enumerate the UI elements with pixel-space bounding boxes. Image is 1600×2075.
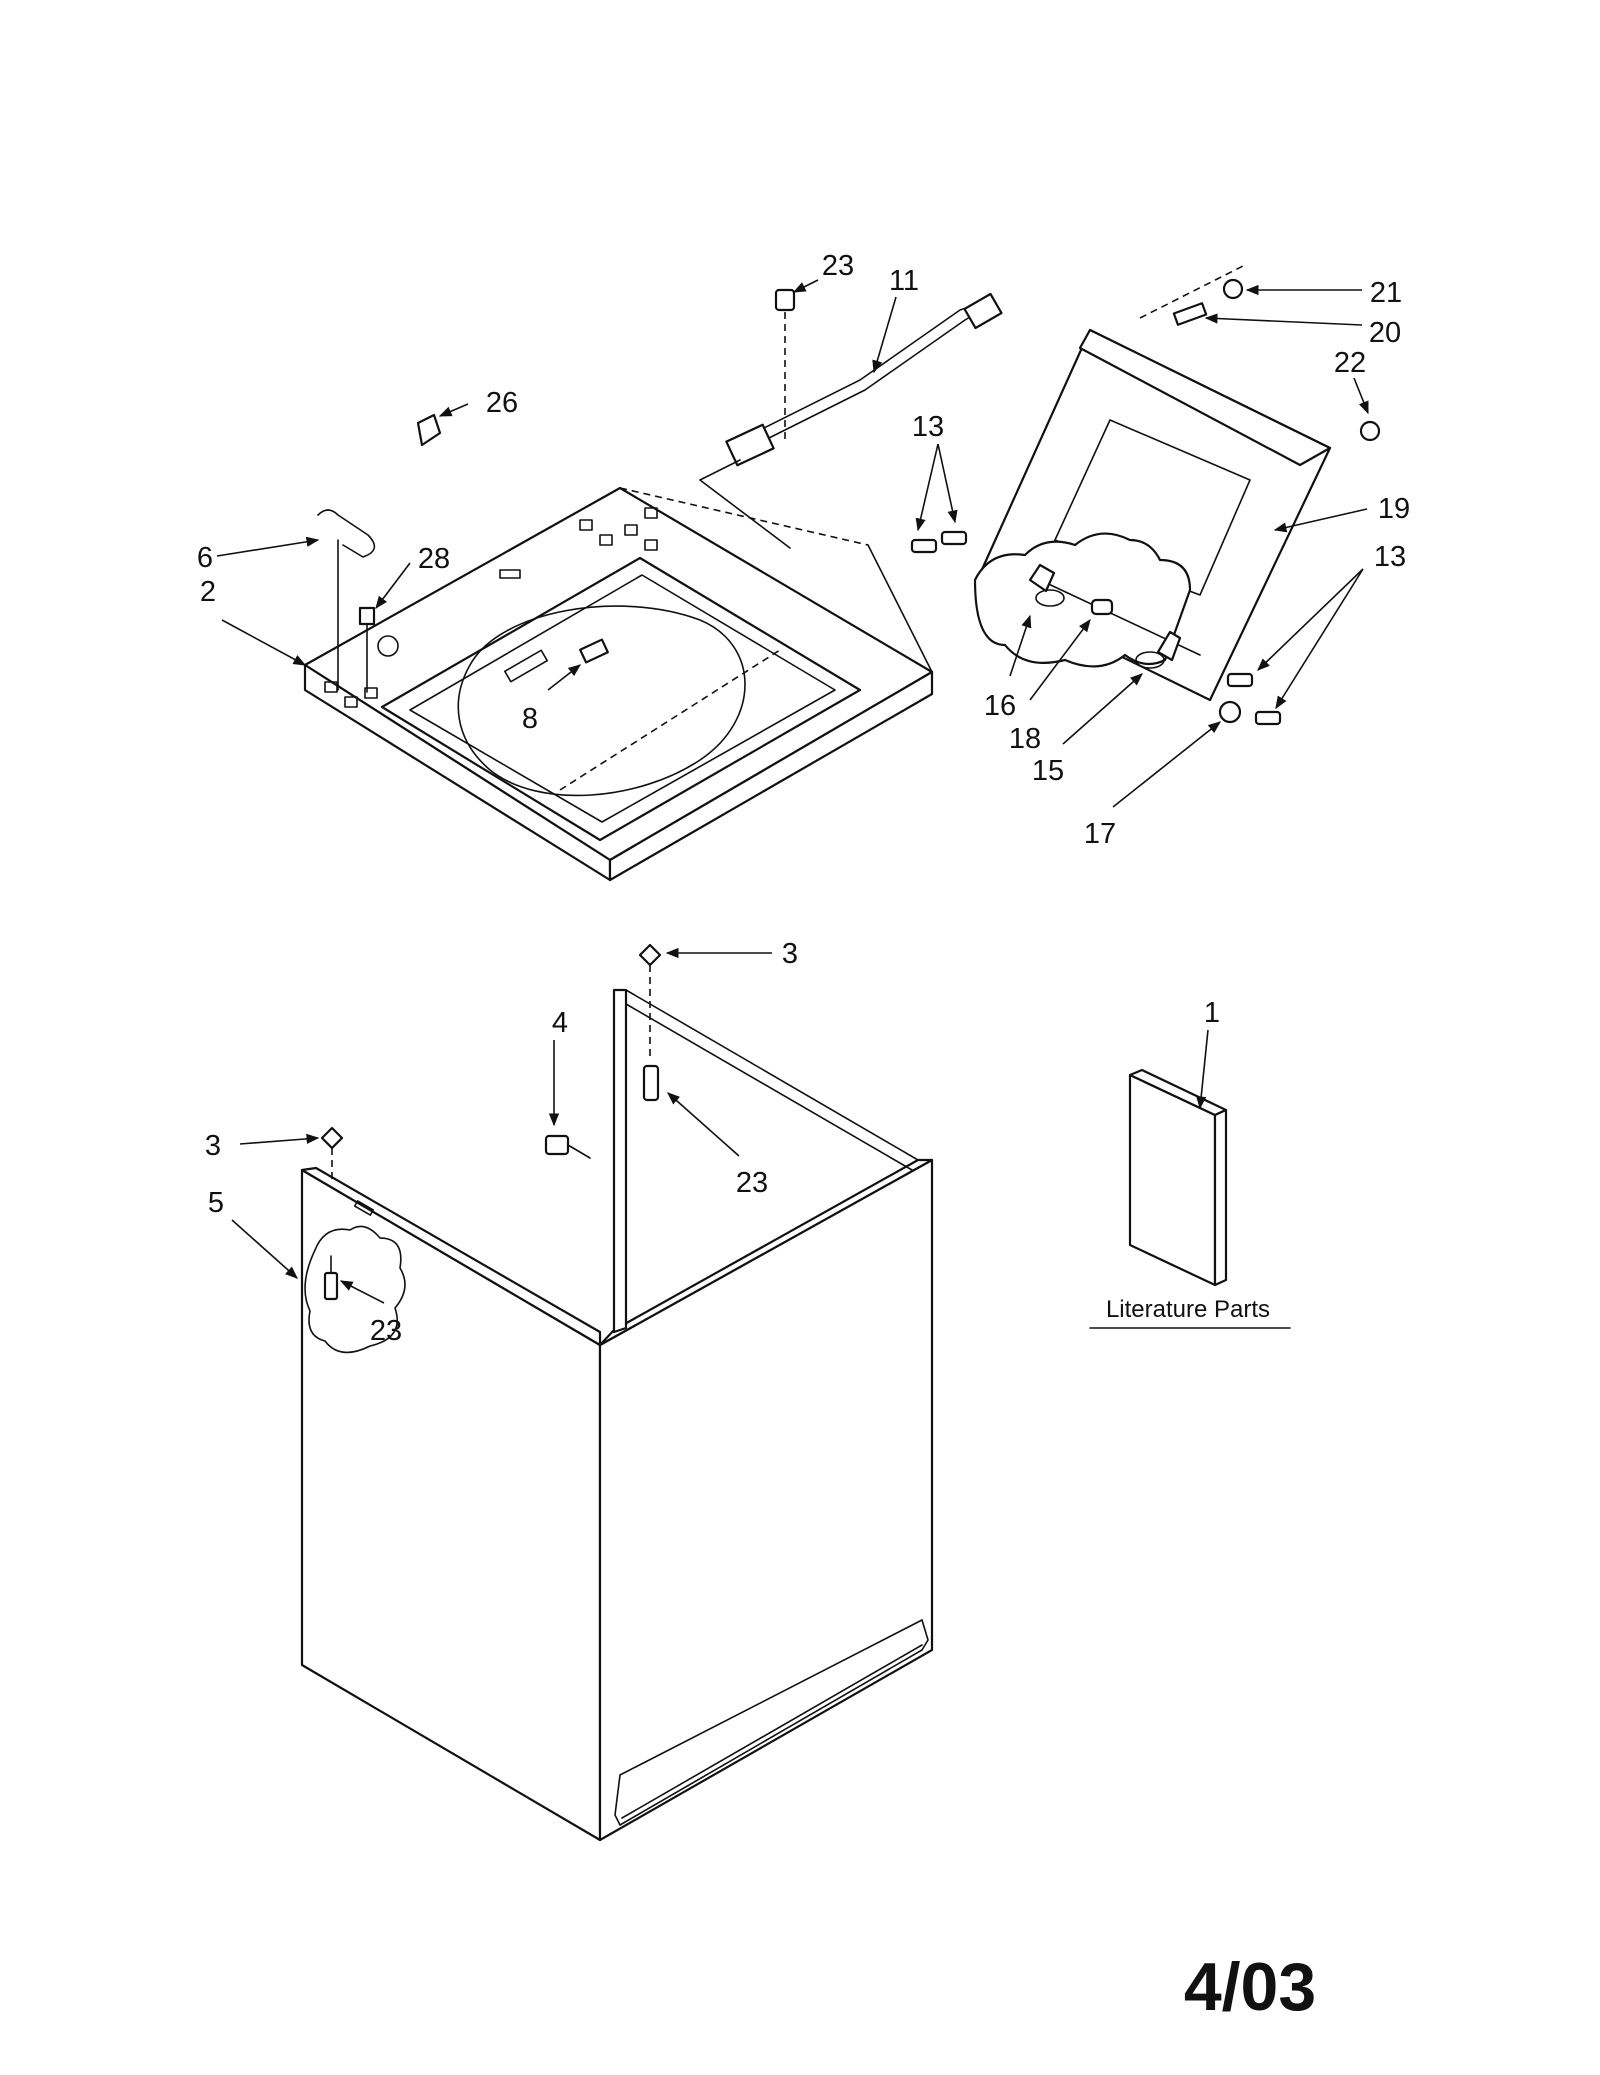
callout-16: 16	[984, 690, 1016, 722]
callout-2: 2	[200, 576, 216, 608]
lid-switch-harness	[699, 292, 1003, 549]
clip-3-top	[638, 943, 662, 967]
callout-26: 26	[486, 387, 518, 419]
callout-18: 18	[1009, 723, 1041, 755]
callout-23-cabinet: 23	[370, 1315, 402, 1347]
callout-15: 15	[1032, 755, 1064, 787]
callout-3-left: 3	[205, 1130, 221, 1162]
callout-5: 5	[208, 1187, 224, 1219]
screw-23-top	[774, 288, 796, 312]
callout-20: 20	[1369, 317, 1401, 349]
clip-26	[416, 413, 442, 447]
callout-13-right: 13	[1374, 541, 1406, 573]
clip-28	[358, 606, 376, 693]
callout-4: 4	[552, 1007, 568, 1039]
screw-23-middle	[642, 1064, 660, 1102]
callout-28: 28	[418, 543, 450, 575]
callout-23-middle: 23	[736, 1167, 768, 1199]
hinge-screws-13	[910, 530, 1282, 726]
leader-lines	[216, 279, 1369, 1304]
screw-4	[544, 1134, 591, 1159]
callout-11: 11	[889, 265, 919, 297]
callout-3-top: 3	[782, 938, 798, 970]
callout-21: 21	[1370, 277, 1402, 309]
clip-3-left	[320, 1126, 344, 1150]
callout-1: 1	[1204, 997, 1220, 1029]
literature-parts-label: Literature Parts	[1106, 1296, 1270, 1323]
cabinet	[300, 988, 934, 1842]
washer-top	[303, 486, 934, 882]
callout-8: 8	[522, 703, 538, 735]
callout-13-left: 13	[912, 411, 944, 443]
callout-17: 17	[1084, 818, 1116, 850]
washer-lid	[973, 264, 1332, 724]
revision-date: 4/03	[1184, 1949, 1316, 2025]
callout-19: 19	[1378, 493, 1410, 525]
clip-6	[317, 509, 376, 691]
callout-22: 22	[1334, 347, 1366, 379]
callout-6: 6	[197, 542, 213, 574]
callout-23-top: 23	[822, 250, 854, 282]
lid-hardware	[1172, 278, 1381, 442]
callout-numbers: 1 2 3 3 4 5 6 8 11 13 13 15 16 17 18 19 …	[197, 250, 1410, 1347]
